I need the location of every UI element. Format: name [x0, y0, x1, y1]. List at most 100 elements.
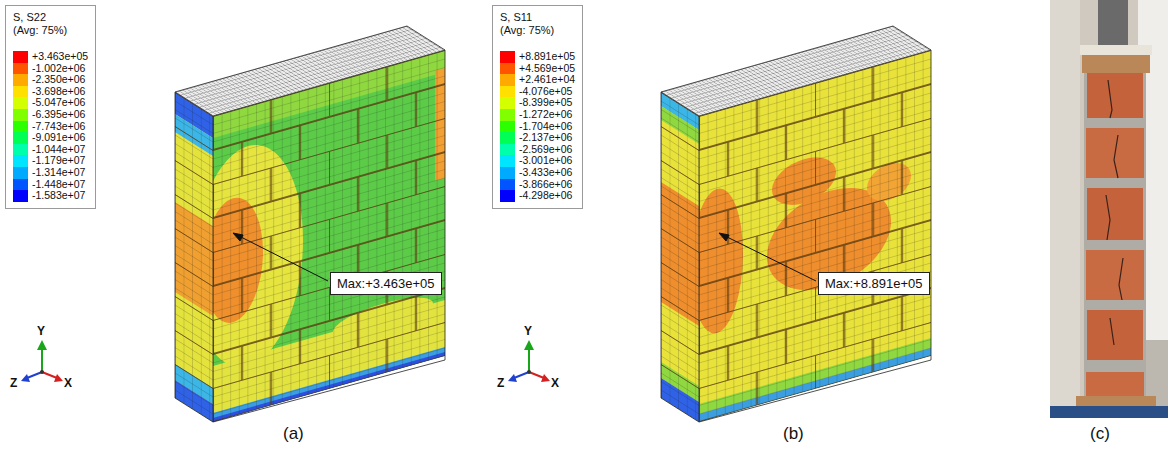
- max-callout: Max:+8.891e+05: [818, 272, 930, 295]
- axis-label: Z: [10, 376, 17, 390]
- legend-row: -5.047e+06: [13, 97, 88, 109]
- box-title: Max:+3.463e+05: [337, 276, 435, 291]
- panel-label: (a): [283, 424, 304, 444]
- legend-value: -1.002e+06: [32, 63, 85, 75]
- legend-panel: S, S22(Avg: 75%) +3.463e+05-1.002e+06-2.3…: [5, 5, 96, 209]
- axis-triad: [508, 340, 550, 382]
- legend-row: +4.569e+05: [500, 63, 575, 75]
- legend-row: -2.569e+06: [500, 144, 575, 156]
- legend-value: -2.137e+06: [519, 132, 572, 144]
- legend-swatch: [13, 190, 28, 202]
- legend-swatch: [13, 74, 28, 86]
- legend-swatch: [13, 63, 28, 75]
- legend-value: -3.001e+06: [519, 155, 572, 167]
- legend-swatch: [500, 190, 515, 202]
- legend-row: -1.044e+07: [13, 144, 88, 156]
- legend-row: -1.272e+06: [500, 109, 575, 121]
- legend-value: -1.448e+07: [32, 179, 85, 191]
- box-subtitle: (Avg: 75%): [500, 24, 575, 37]
- legend-value: -3.433e+06: [519, 167, 572, 179]
- legend-swatch: [13, 179, 28, 191]
- legend-panel: S, S11(Avg: 75%) +8.891e+05+4.569e+05+2.4…: [492, 5, 583, 209]
- legend-row: -3.433e+06: [500, 167, 575, 179]
- legend-swatch: [500, 74, 515, 86]
- legend-row: -3.698e+06: [13, 86, 88, 98]
- panel-label: (c): [1090, 424, 1110, 444]
- legend-value: -4.298e+06: [519, 190, 572, 202]
- panel-label: (b): [783, 424, 804, 444]
- wall-model-a: [175, 26, 445, 428]
- wall-model-b: [661, 26, 931, 424]
- legend-row: -1.583e+07: [13, 190, 88, 202]
- legend-swatch: [13, 86, 28, 98]
- legend-row: -4.076e+05: [500, 86, 575, 98]
- legend-row: -6.395e+06: [13, 109, 88, 121]
- legend-swatch: [500, 155, 515, 167]
- legend-value: +4.569e+05: [519, 63, 575, 75]
- legend-value: -2.350e+06: [32, 74, 85, 86]
- legend-value: -2.569e+06: [519, 144, 572, 156]
- legend-swatch: [13, 155, 28, 167]
- legend-value: -5.047e+06: [32, 97, 85, 109]
- legend-value: -1.044e+07: [32, 144, 85, 156]
- axis-label: Z: [497, 376, 504, 390]
- test-photo: [1050, 0, 1168, 418]
- legend-value: -1.179e+07: [32, 155, 85, 167]
- axis-triad: [21, 340, 63, 382]
- legend-swatch: [500, 86, 515, 98]
- legend-row: -1.314e+07: [13, 167, 88, 179]
- legend-row: -1.704e+06: [500, 121, 575, 133]
- leader-line: [233, 233, 816, 281]
- legend-row: +3.463e+05: [13, 51, 88, 63]
- legend-swatch: [13, 51, 28, 63]
- legend-value: -1.583e+07: [32, 190, 85, 202]
- legend-row: -3.866e+06: [500, 179, 575, 191]
- axis-label: X: [64, 376, 72, 390]
- legend-value: +3.463e+05: [32, 51, 88, 63]
- legend-swatch: [13, 109, 28, 121]
- legend-swatch: [500, 121, 515, 133]
- legend-scale: +3.463e+05-1.002e+06-2.350e+06-3.698e+06…: [13, 51, 88, 202]
- legend-swatch: [500, 144, 515, 156]
- legend-row: -9.091e+06: [13, 132, 88, 144]
- legend-value: -9.091e+06: [32, 132, 85, 144]
- legend-swatch: [500, 51, 515, 63]
- box-title: S, S22: [13, 11, 88, 24]
- legend-scale: +8.891e+05+4.569e+05+2.461e+04-4.076e+05…: [500, 51, 575, 202]
- box-subtitle: (Avg: 75%): [13, 24, 88, 37]
- legend-row: +2.461e+04: [500, 74, 575, 86]
- axis-label: Y: [524, 324, 532, 338]
- legend-row: +8.891e+05: [500, 51, 575, 63]
- legend-swatch: [500, 63, 515, 75]
- legend-row: -3.001e+06: [500, 155, 575, 167]
- legend-swatch: [13, 121, 28, 133]
- legend-row: -1.179e+07: [13, 155, 88, 167]
- legend-row: -1.448e+07: [13, 179, 88, 191]
- axis-label: Y: [37, 324, 45, 338]
- legend-value: +8.891e+05: [519, 51, 575, 63]
- legend-swatch: [13, 167, 28, 179]
- legend-value: -1.704e+06: [519, 121, 572, 133]
- legend-swatch: [500, 167, 515, 179]
- legend-value: -7.743e+06: [32, 121, 85, 133]
- legend-swatch: [13, 144, 28, 156]
- legend-row: -8.399e+05: [500, 97, 575, 109]
- legend-value: -8.399e+05: [519, 97, 572, 109]
- legend-swatch: [13, 97, 28, 109]
- legend-swatch: [500, 179, 515, 191]
- max-callout: Max:+3.463e+05: [330, 272, 442, 295]
- box-title: S, S11: [500, 11, 575, 24]
- legend-value: -3.866e+06: [519, 179, 572, 191]
- legend-value: -3.698e+06: [32, 86, 85, 98]
- legend-row: -2.350e+06: [13, 74, 88, 86]
- legend-value: -1.272e+06: [519, 109, 572, 121]
- axis-label: X: [551, 376, 559, 390]
- legend-swatch: [13, 132, 28, 144]
- legend-value: -1.314e+07: [32, 167, 85, 179]
- legend-row: -1.002e+06: [13, 63, 88, 75]
- legend-row: -4.298e+06: [500, 190, 575, 202]
- legend-value: +2.461e+04: [519, 74, 575, 86]
- legend-value: -4.076e+05: [519, 86, 572, 98]
